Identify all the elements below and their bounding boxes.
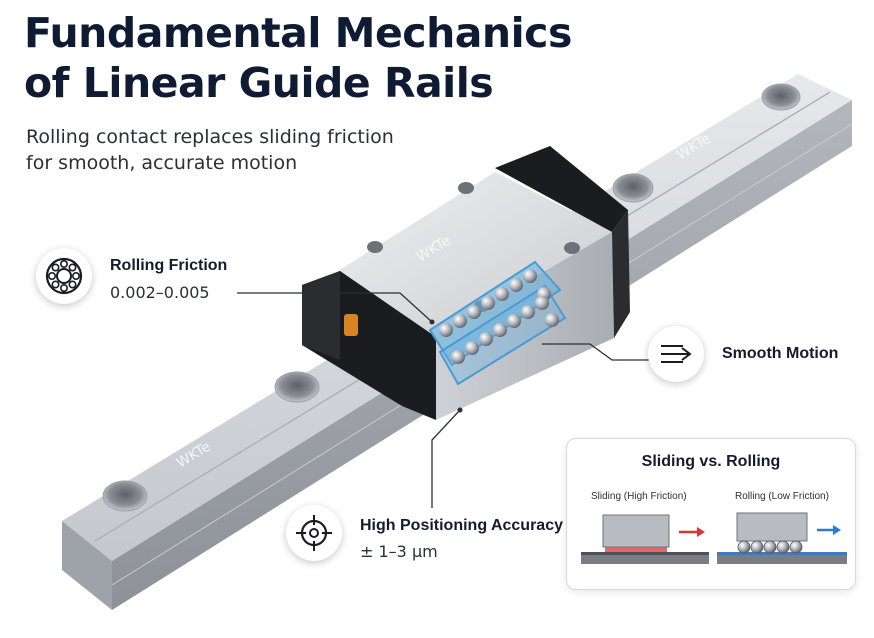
crosshair-icon <box>286 505 342 561</box>
page-title: Fundamental Mechanics of Linear Guide Ra… <box>24 8 572 108</box>
bearing-icon <box>36 248 92 304</box>
comparison-diagram <box>581 512 847 564</box>
sliding-diagram <box>581 514 709 564</box>
sliding-label: Sliding (High Friction) <box>591 491 687 502</box>
rolling-diagram <box>717 512 847 564</box>
ball-channel-upper <box>428 260 562 367</box>
motion-lines-icon <box>648 326 704 382</box>
rolling-friction-title: Rolling Friction <box>110 257 228 274</box>
rolling-direction-arrow <box>833 525 841 535</box>
rail-mounting-holes <box>102 83 801 512</box>
page-subtitle: Rolling contact replaces sliding frictio… <box>26 124 394 176</box>
comparison-title: Sliding vs. Rolling <box>641 453 781 470</box>
ball-row-lower <box>451 296 559 364</box>
grease-nipple <box>344 314 358 336</box>
smooth-motion-title: Smooth Motion <box>722 345 839 362</box>
positioning-accuracy-title: High Positioning Accuracy <box>360 517 563 534</box>
callout-leader-lines <box>237 292 650 508</box>
subtitle-line-1: Rolling contact replaces sliding frictio… <box>26 126 394 148</box>
sliding-direction-arrow <box>697 527 705 537</box>
title-line-1: Fundamental Mechanics <box>24 9 572 57</box>
rolling-friction-value: 0.002–0.005 <box>110 283 210 302</box>
subtitle-line-2: for smooth, accurate motion <box>26 152 298 174</box>
rolling-label: Rolling (Low Friction) <box>735 491 829 502</box>
sliding-vs-rolling-panel: Sliding vs. Rolling Sliding (High Fricti… <box>566 438 856 590</box>
positioning-accuracy-value: ± 1–3 µm <box>360 542 438 561</box>
title-line-2: of Linear Guide Rails <box>24 59 494 107</box>
